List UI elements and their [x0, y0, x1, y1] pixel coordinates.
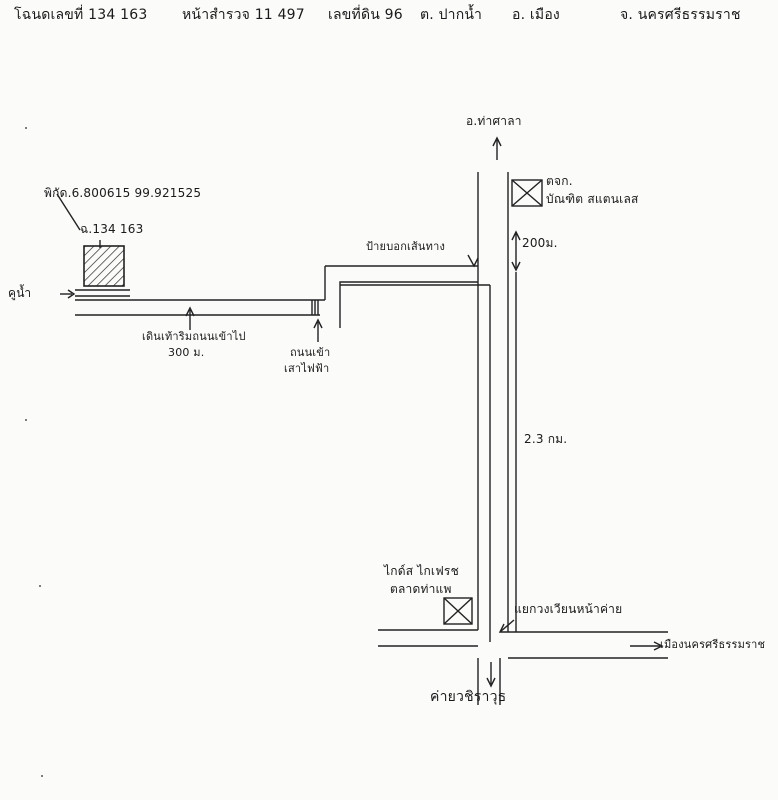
pole-pointer-head	[313, 318, 323, 329]
walk-in-label: เดินเท้าริมถนนเข้าไป	[142, 330, 246, 343]
north-arrow-head	[492, 136, 502, 147]
shop-label-line2: ตลาดท่าแพ	[390, 582, 452, 596]
distance-2-3-label: 2.3 กม.	[524, 432, 568, 446]
east-destination-label: เมืองนครศรีธรรมราช	[660, 638, 766, 651]
distance-200-label: 200ม.	[522, 236, 558, 250]
subdistrict: ต. ปากน้ำ	[420, 7, 483, 23]
paper-dots	[25, 127, 43, 777]
deed-number: โฉนดเลขที่ 134 163	[14, 7, 148, 23]
school-label-line1: ตจก.	[546, 174, 573, 188]
landmark-shop-icon	[443, 597, 473, 625]
dist-arrow-mid	[511, 261, 521, 272]
canal-label: คูน้ำ	[8, 286, 32, 300]
pole-label-line2: เสาไฟฟ้า	[284, 362, 330, 375]
south-arrow-head	[486, 677, 496, 688]
land-number: เลขที่ดิน 96	[328, 7, 403, 23]
sign-label: ป้ายบอกเส้นทาง	[366, 240, 446, 253]
junction-pointer	[499, 619, 515, 633]
walk-distance-label: 300 ม.	[168, 346, 205, 359]
walk-pointer-head	[185, 306, 195, 317]
east-arrow-head	[653, 641, 664, 651]
province: จ. นครศรีธรรมราช	[620, 7, 741, 23]
survey-page: หน้าสำรวจ 11 497	[182, 7, 305, 23]
junction-pointer-head	[498, 623, 508, 633]
parcel-house-icon	[83, 245, 125, 287]
pole-label-line1: ถนนเข้า	[290, 346, 331, 359]
sign-pointer	[467, 254, 479, 268]
junction-label: แยกวงเวียนหน้าค่าย	[514, 602, 623, 616]
coords-pointer	[56, 193, 81, 231]
south-destination-label: ค่ายวชิราวุธ	[430, 689, 507, 705]
shop-label-line1: ไกด์ส ไกเฟรช	[384, 564, 459, 578]
canal-arrow-head	[67, 289, 76, 299]
dist-arrow-top	[511, 230, 521, 241]
road-lines	[56, 136, 668, 705]
school-label-line2: บัณฑิต สแตนเลส	[546, 192, 639, 206]
landmark-shop-icon	[443, 597, 473, 625]
coordinates-label: พิกัด.6.800615 99.921525	[44, 186, 202, 200]
side-road-inner-edge	[339, 281, 478, 328]
district: อ. เมือง	[512, 7, 560, 23]
landmark-school-icon	[511, 179, 543, 207]
landmark-school-icon	[511, 179, 543, 207]
north-destination-label: อ.ท่าศาลา	[466, 114, 522, 128]
parcel-label: ฉ.134 163	[80, 222, 144, 236]
